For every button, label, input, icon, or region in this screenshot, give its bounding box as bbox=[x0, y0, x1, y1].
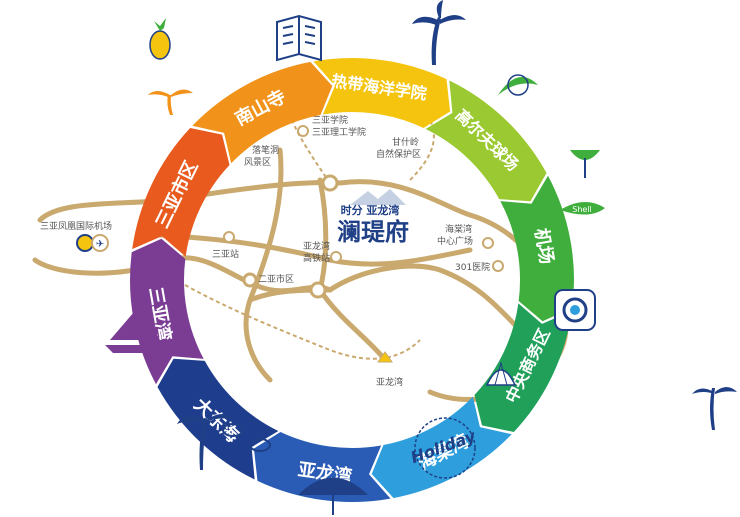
junction-marker bbox=[309, 281, 327, 299]
beach-umbrella-icon bbox=[298, 477, 368, 515]
airport-icon: ✈ bbox=[76, 234, 109, 252]
label-scenic-area: 风景区 bbox=[244, 157, 271, 168]
book-icon bbox=[276, 14, 322, 62]
shell-tag-text: Shell bbox=[572, 205, 592, 214]
label-airport: 三亚凤凰国际机场 bbox=[40, 220, 112, 232]
label-luobidong: 落笔洞 bbox=[252, 144, 279, 156]
palm-tree-icon bbox=[177, 414, 234, 470]
location-pin-icon bbox=[223, 125, 504, 272]
road-network bbox=[32, 147, 569, 402]
flip-flops-icon bbox=[222, 423, 271, 452]
ring-segment bbox=[132, 128, 230, 257]
banana-leaf-icon bbox=[498, 74, 538, 96]
label-yalongwan: 亚龙湾 bbox=[376, 376, 403, 388]
yalongwan-pin-icon bbox=[377, 351, 393, 363]
ring-segment bbox=[313, 58, 451, 128]
ring-segment bbox=[253, 432, 391, 502]
svg-text:✈: ✈ bbox=[96, 239, 104, 250]
label-district: 二亚市区 bbox=[258, 273, 294, 285]
palm-tree-icon bbox=[692, 387, 737, 430]
label-tech-institute: 三亚理工学院 bbox=[312, 126, 366, 138]
sailboat-icon bbox=[105, 305, 165, 353]
label-center-square: 中心广场 bbox=[437, 235, 473, 247]
cocktail-icon bbox=[570, 150, 600, 178]
label-haitangwan: 海棠湾 bbox=[445, 223, 472, 235]
brand-logo: 时分 亚龙湾 澜瑅府 bbox=[337, 189, 409, 246]
palm-tree-icon bbox=[148, 89, 193, 115]
ring-segment bbox=[192, 61, 333, 164]
label-sanya-station: 三亚站 bbox=[212, 248, 239, 260]
label-nature-reserve: 自然保护区 bbox=[376, 148, 421, 160]
seashell-icon bbox=[485, 361, 517, 386]
label-hospital: 301医院 bbox=[455, 261, 490, 273]
ring-segment bbox=[425, 80, 547, 202]
camera-icon bbox=[554, 289, 596, 331]
label-university: 三亚学院 bbox=[312, 114, 348, 126]
junction-marker bbox=[242, 272, 258, 288]
pineapple-icon bbox=[149, 18, 171, 60]
brand-subtitle: 时分 亚龙湾 bbox=[341, 203, 400, 217]
palm-tree-icon bbox=[412, 0, 466, 65]
label-ganshiling: 甘什岭 bbox=[392, 136, 419, 148]
brand-title: 澜瑅府 bbox=[337, 217, 409, 246]
ring-segment bbox=[500, 175, 574, 322]
junction-marker bbox=[321, 174, 339, 192]
shell-tag-icon: Shell bbox=[560, 201, 605, 215]
ring-segment bbox=[157, 358, 279, 480]
label-yalongwan-station: 亚龙湾 bbox=[303, 240, 330, 252]
label-rail-station: 高铁站 bbox=[303, 252, 330, 264]
ring-segment bbox=[371, 396, 512, 499]
ring-segment bbox=[474, 303, 572, 432]
